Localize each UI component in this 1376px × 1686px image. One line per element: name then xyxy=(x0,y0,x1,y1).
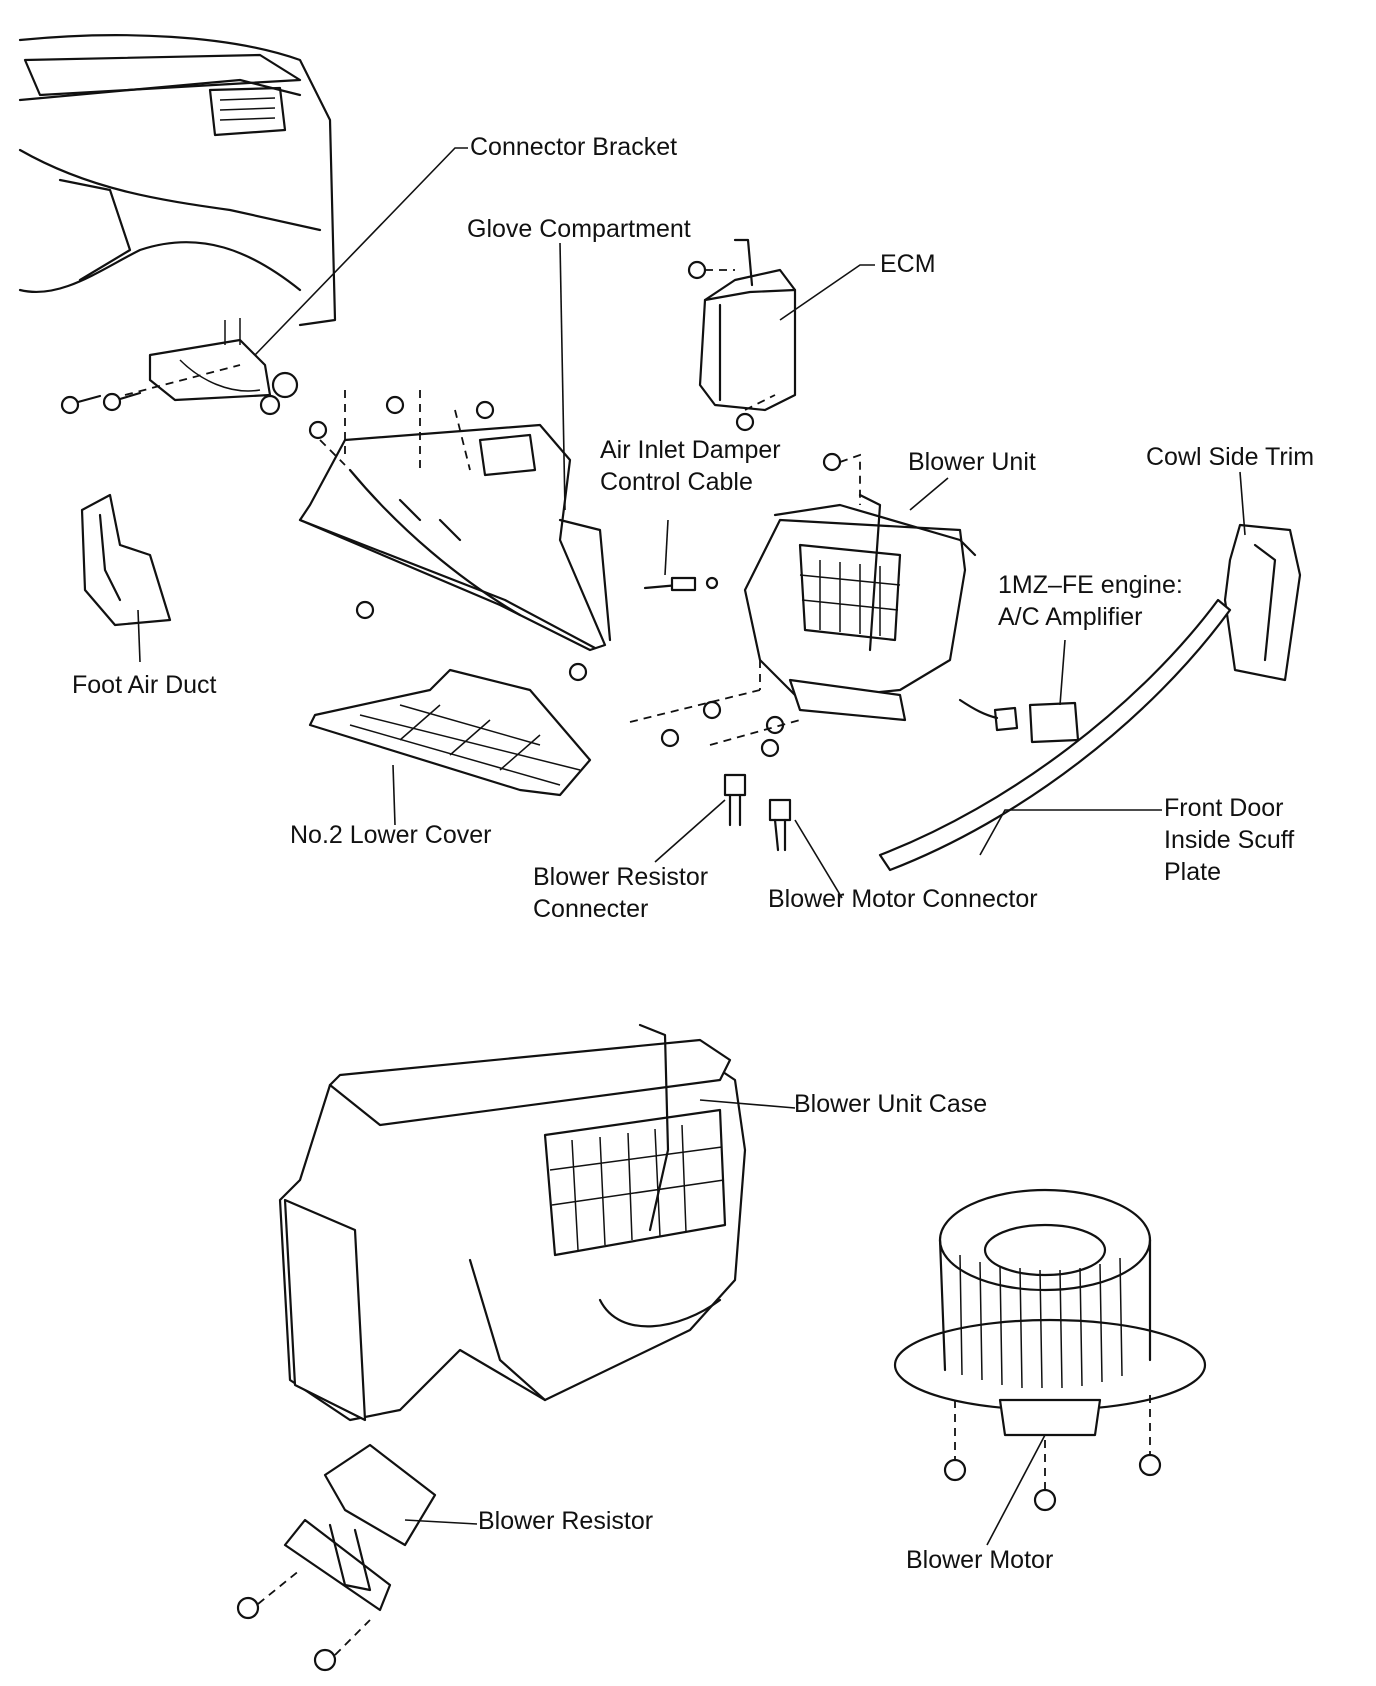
ecm-part xyxy=(687,238,797,432)
blower-unit-screws xyxy=(629,660,801,758)
ecm-label: ECM xyxy=(880,250,936,278)
engine-ac-amplifier-label: 1MZ–FE engine: A/C Amplifier xyxy=(998,571,1183,631)
blower-motor-label: Blower Motor xyxy=(906,1546,1054,1574)
blower-unit-label: Blower Unit xyxy=(908,448,1036,476)
dashboard-illustration xyxy=(18,34,337,327)
blower-resistor-label: Blower Resistor xyxy=(478,1507,654,1535)
connector-bracket-label: Connector Bracket xyxy=(470,133,678,161)
air-inlet-damper-control-cable-label: Air Inlet Damper Control Cable xyxy=(600,436,781,496)
no2-lower-cover-part xyxy=(308,668,592,797)
glove-compartment-screws xyxy=(308,390,588,682)
blower-unit-part xyxy=(743,452,977,722)
air-inlet-damper-cable-part xyxy=(643,576,719,592)
no2-lower-cover-label: No.2 Lower Cover xyxy=(290,821,492,849)
blower-unit-case-label: Blower Unit Case xyxy=(794,1090,988,1118)
foot-air-duct-part xyxy=(80,493,172,627)
front-door-scuff-plate-part xyxy=(878,598,1232,872)
ac-amplifier-part xyxy=(958,698,1080,744)
blower-resistor-part xyxy=(236,1443,437,1672)
blower-unit-case-part xyxy=(278,1023,747,1422)
front-door-inside-scuff-plate-label: Front Door Inside Scuff Plate xyxy=(1164,794,1295,886)
blower-motor-connector-part xyxy=(768,798,792,852)
blower-resistor-connecter-part xyxy=(723,773,747,827)
bracket-screws xyxy=(60,364,241,415)
leader-lines xyxy=(137,147,1246,1546)
blower-resistor-connecter-label: Blower Resistor Connecter xyxy=(533,863,709,923)
glove-compartment-part xyxy=(298,423,612,652)
foot-air-duct-label: Foot Air Duct xyxy=(72,671,217,699)
cowl-side-trim-label: Cowl Side Trim xyxy=(1146,443,1315,471)
connector-bracket-part xyxy=(148,318,299,416)
blower-motor-part xyxy=(893,1188,1207,1512)
blower-motor-connector-label: Blower Motor Connector xyxy=(768,885,1038,913)
cowl-side-trim-part xyxy=(1223,523,1302,682)
glove-compartment-label: Glove Compartment xyxy=(467,215,691,243)
